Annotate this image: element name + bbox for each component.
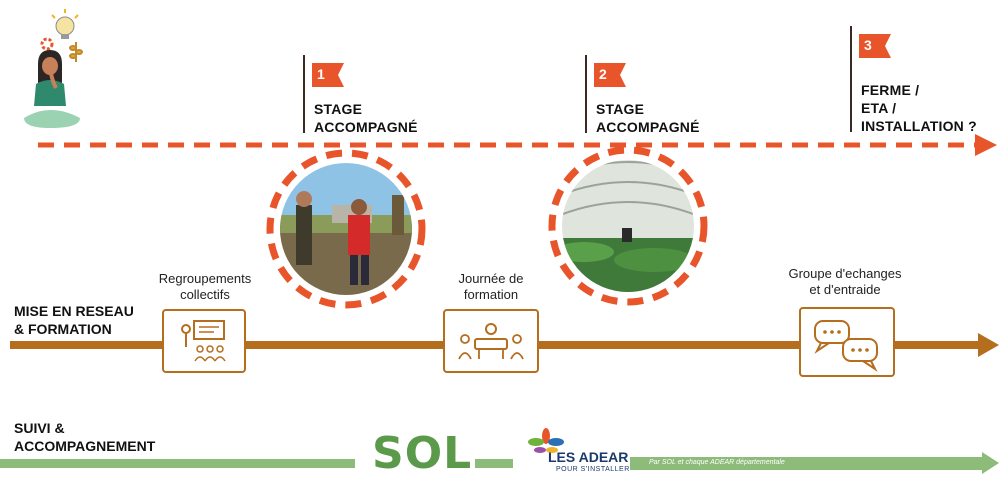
stage-1-photo xyxy=(266,149,426,309)
network-item-1-caption: Regroupements collectifs xyxy=(158,271,252,302)
stage-1-label: STAGE ACCOMPAGNÉ xyxy=(314,101,418,135)
stage-2-number: 2 xyxy=(599,66,607,82)
adear-logo-title: LES ADEAR xyxy=(548,449,629,465)
chat-bubbles-icon xyxy=(814,320,878,372)
stage-3-label: FERME / ETA / INSTALLATION ? xyxy=(861,82,977,134)
followup-footnote: Par SOL et chaque ADEAR départementale xyxy=(649,459,785,466)
stage-3-flag xyxy=(850,26,891,132)
stage-1-flag xyxy=(303,55,344,133)
stage-3-number: 3 xyxy=(864,37,872,53)
network-item-2-caption: Journée de formation xyxy=(458,271,524,302)
wheat-icon xyxy=(69,42,83,62)
stage-1-number: 1 xyxy=(317,66,325,82)
parcours-dashed-arrow xyxy=(38,134,997,156)
network-item-1-box xyxy=(162,309,246,373)
network-item-2-box xyxy=(443,309,539,373)
network-section-title: MISE EN RESEAU & FORMATION xyxy=(14,303,134,337)
gear-icon xyxy=(40,37,54,51)
person-thinking-illustration xyxy=(24,9,83,128)
adear-logo-subtitle: POUR S'INSTALLER xyxy=(556,466,630,473)
network-item-3-box xyxy=(799,307,895,377)
sol-logo: SOL xyxy=(372,428,473,479)
lightbulb-icon xyxy=(51,9,79,39)
meeting-table-icon xyxy=(458,323,524,360)
stage-2-flag xyxy=(585,55,626,133)
stage-2-photo xyxy=(548,146,708,306)
network-item-3-caption: Groupe d'echanges et d'entraide xyxy=(788,266,902,297)
adear-flower-logo-icon xyxy=(528,428,564,453)
presentation-icon xyxy=(181,320,226,362)
followup-section-title: SUIVI & ACCOMPAGNEMENT xyxy=(14,420,156,454)
stage-2-label: STAGE ACCOMPAGNÉ xyxy=(596,101,700,135)
followup-arrow xyxy=(0,452,999,474)
